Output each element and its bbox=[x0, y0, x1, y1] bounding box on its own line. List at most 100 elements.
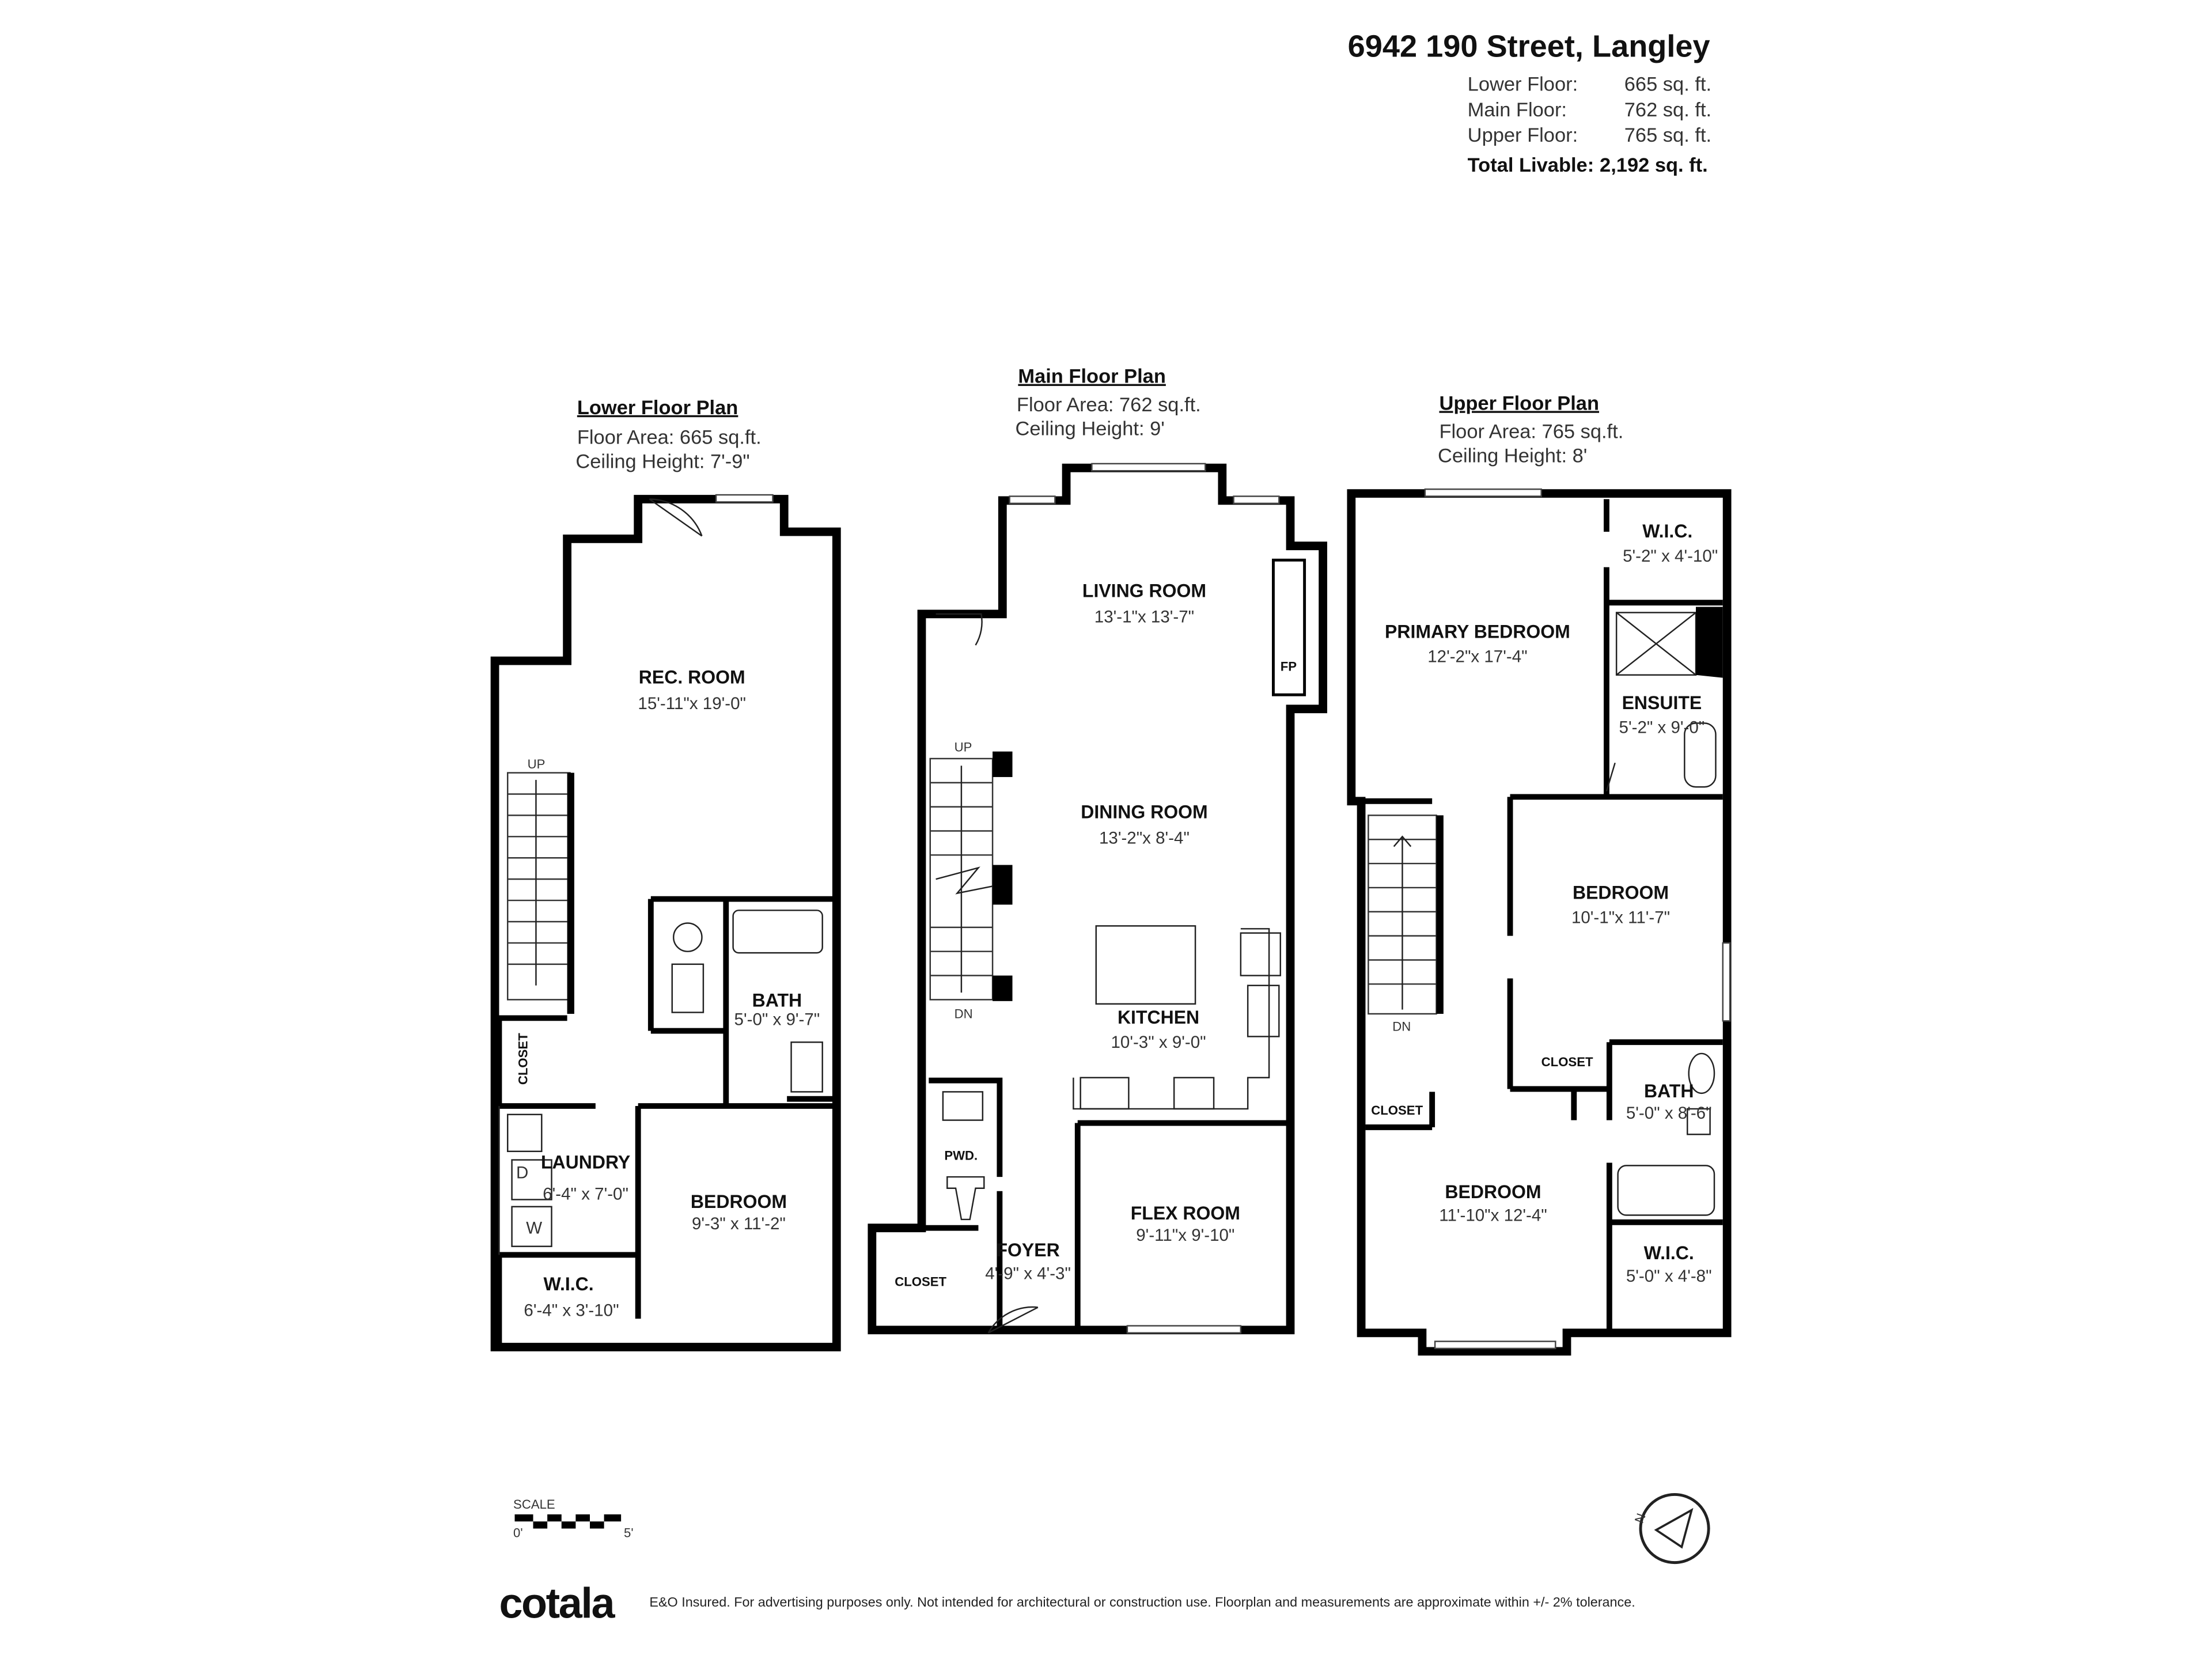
total-line: Total Livable: 2,192 sq. ft. bbox=[1468, 154, 1708, 176]
window bbox=[1722, 942, 1731, 1022]
room-name: BEDROOM bbox=[1573, 882, 1669, 903]
scale-max: 5' bbox=[624, 1525, 634, 1540]
window bbox=[1434, 1340, 1556, 1350]
room-name: PRIMARY BEDROOM bbox=[1385, 622, 1570, 642]
room-name: REC. ROOM bbox=[639, 666, 745, 687]
total-value: 2,192 sq. ft. bbox=[1600, 154, 1708, 176]
furnace bbox=[671, 963, 704, 1013]
kitchen-sink bbox=[1247, 984, 1280, 1037]
shower-drain-lines bbox=[1616, 612, 1696, 676]
upper-plan-title: Upper Floor Plan bbox=[1439, 392, 1599, 414]
room-dim: 15'-11"x 19'-0" bbox=[638, 694, 746, 713]
north-compass-icon: N bbox=[1632, 1493, 1710, 1565]
room-name: BEDROOM bbox=[691, 1191, 787, 1212]
sink bbox=[790, 1041, 823, 1093]
scale-bar: SCALE 0' 5' bbox=[513, 1497, 634, 1540]
window bbox=[1424, 488, 1542, 497]
room-dim: 6'-4" x 3'-10" bbox=[524, 1301, 619, 1320]
upper-plan-area: Floor Area: 765 sq.ft. bbox=[1439, 421, 1623, 443]
room-name: BATH bbox=[752, 990, 802, 1011]
window bbox=[1091, 463, 1206, 472]
fireplace-label: FP bbox=[1281, 659, 1297, 673]
main-plan-ceiling: Ceiling Height: 9' bbox=[1015, 418, 1164, 440]
room-name: W.I.C. bbox=[1642, 521, 1692, 541]
header: 6942 190 Street, Langley Lower Floor: 66… bbox=[1348, 29, 1711, 176]
room-name: ENSUITE bbox=[1622, 692, 1702, 713]
room-dim: 5'-0" x 4'-8" bbox=[1626, 1267, 1712, 1286]
room-dim: 10'-3" x 9'-0" bbox=[1111, 1033, 1206, 1052]
room-dim: 9'-11"x 9'-10" bbox=[1136, 1226, 1234, 1245]
room-bedroom-3: BEDROOM 11'-10"x 12'-4" bbox=[1439, 1181, 1547, 1225]
main-area-label: Main Floor: bbox=[1468, 99, 1567, 121]
toilet bbox=[1687, 1108, 1711, 1135]
upper-stairs: DN bbox=[1368, 815, 1444, 1034]
door-swing bbox=[935, 613, 983, 646]
room-name: KITCHEN bbox=[1118, 1007, 1199, 1028]
scale-label: SCALE bbox=[513, 1497, 555, 1512]
room-name: W.I.C. bbox=[1644, 1243, 1694, 1263]
dryer-icon bbox=[511, 1159, 552, 1200]
toilet bbox=[946, 1176, 985, 1221]
lower-exterior-wall bbox=[490, 495, 841, 1351]
window bbox=[715, 494, 774, 503]
upper-closet-label-2: CLOSET bbox=[1541, 1055, 1593, 1069]
room-dim: 12'-2"x 17'-4" bbox=[1427, 647, 1527, 666]
sink bbox=[507, 1113, 543, 1153]
lower-plan-ceiling: Ceiling Height: 7'-9" bbox=[575, 450, 749, 472]
lower-floor-plan: Lower Floor Plan Floor Area: 665 sq.ft. … bbox=[490, 397, 841, 1351]
upper-area-value: 765 sq. ft. bbox=[1624, 124, 1711, 146]
bath-sink bbox=[1688, 1052, 1715, 1094]
room-living-room: LIVING ROOM 13'-1"x 13'-7" bbox=[1082, 580, 1206, 626]
total-label: Total Livable: bbox=[1468, 154, 1594, 176]
main-up-label: UP bbox=[955, 740, 972, 755]
main-plan-area: Floor Area: 762 sq.ft. bbox=[1017, 394, 1201, 416]
fireplace bbox=[1272, 558, 1306, 696]
vanity bbox=[942, 1091, 984, 1121]
ensuite-sink bbox=[1684, 722, 1717, 788]
lower-up-label: UP bbox=[528, 757, 546, 771]
room-name: W.I.C. bbox=[544, 1274, 594, 1294]
room-name: BEDROOM bbox=[1445, 1181, 1541, 1202]
kitchen-island bbox=[1095, 925, 1196, 1005]
room-rec-room: REC. ROOM 15'-11"x 19'-0" bbox=[638, 666, 746, 713]
lower-stairs: UP bbox=[507, 757, 574, 1014]
window bbox=[1126, 1325, 1242, 1334]
main-dn-label: DN bbox=[955, 1006, 973, 1021]
room-dim: 9'-3" x 11'-2" bbox=[692, 1214, 786, 1233]
wall-fill bbox=[1696, 607, 1723, 678]
lower-plan-title: Lower Floor Plan bbox=[577, 397, 738, 419]
room-dim: 11'-10"x 12'-4" bbox=[1439, 1206, 1547, 1225]
room-dim: 13'-1"x 13'-7" bbox=[1094, 608, 1194, 627]
upper-dn-label: DN bbox=[1392, 1020, 1411, 1034]
room-dim: 5'-2" x 9'-0" bbox=[1619, 718, 1705, 737]
main-interior-walls bbox=[872, 1077, 1290, 1330]
lower-closet-label: CLOSET bbox=[516, 1033, 531, 1085]
lower-plan-area: Floor Area: 665 sq.ft. bbox=[577, 426, 762, 448]
scale-min: 0' bbox=[513, 1525, 523, 1540]
upper-exterior-wall bbox=[1347, 489, 1732, 1356]
compass-north-label: N bbox=[1632, 1512, 1649, 1525]
front-door-swing bbox=[987, 1306, 1039, 1334]
door-swing bbox=[1605, 762, 1616, 791]
kitchen-counter bbox=[1073, 928, 1270, 1110]
room-name: LAUNDRY bbox=[541, 1152, 630, 1172]
room-dim: 13'-2"x 8'-4" bbox=[1099, 829, 1190, 848]
room-name: BATH bbox=[1644, 1081, 1694, 1101]
room-name: LIVING ROOM bbox=[1082, 580, 1206, 601]
lower-area-value: 665 sq. ft. bbox=[1624, 74, 1711, 96]
water-heater bbox=[673, 922, 703, 952]
main-plan-title: Main Floor Plan bbox=[1018, 366, 1166, 388]
room-kitchen: KITCHEN 10'-3" x 9'-0" bbox=[1111, 1007, 1206, 1052]
window bbox=[1233, 495, 1280, 505]
address-title: 6942 190 Street, Langley bbox=[1348, 29, 1710, 63]
powder-room-label: PWD. bbox=[944, 1149, 978, 1163]
washer-label: W bbox=[526, 1219, 542, 1238]
door-swing bbox=[649, 498, 703, 537]
